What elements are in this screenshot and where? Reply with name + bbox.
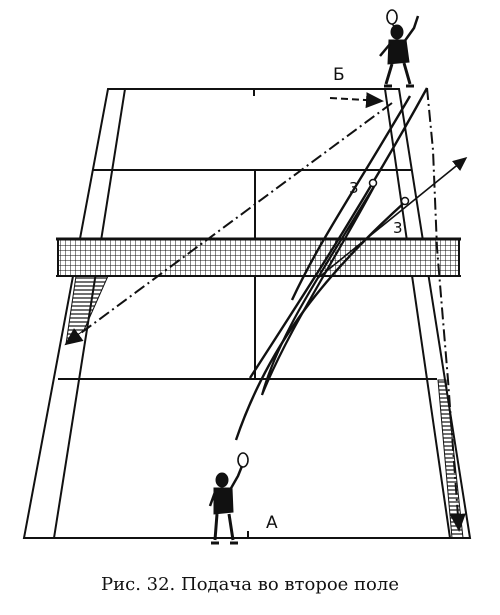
figure-caption: Рис. 32. Подача во второе поле <box>101 574 399 595</box>
racket-icon <box>386 9 398 25</box>
net-icon <box>56 237 461 277</box>
label-mark-3prime: 3' <box>393 219 407 237</box>
ball-mark-3prime <box>400 196 410 206</box>
singles-sideline-right <box>384 88 451 539</box>
ball-mark-3 <box>368 178 378 188</box>
trajectory-lens <box>260 182 377 396</box>
player-near-icon <box>208 452 249 545</box>
trajectory-to-near-player <box>234 201 406 441</box>
label-server-far: Б <box>333 65 345 85</box>
hatched-zone-right <box>437 379 464 539</box>
label-mark-3: 3 <box>349 179 359 197</box>
player-far-icon <box>379 9 420 88</box>
trajectory-thin-right <box>317 156 468 279</box>
ball-trajectories <box>64 87 468 532</box>
court-outline <box>22 88 472 539</box>
racket-icon <box>237 452 249 468</box>
trajectory-short-dashed <box>329 92 384 109</box>
trajectory-diagonal-left <box>64 102 393 346</box>
trajectory-sideline-right <box>426 87 466 532</box>
trajectory-long-1 <box>248 87 429 379</box>
trajectory-long-2 <box>290 95 412 301</box>
label-server-near: А <box>266 513 278 533</box>
